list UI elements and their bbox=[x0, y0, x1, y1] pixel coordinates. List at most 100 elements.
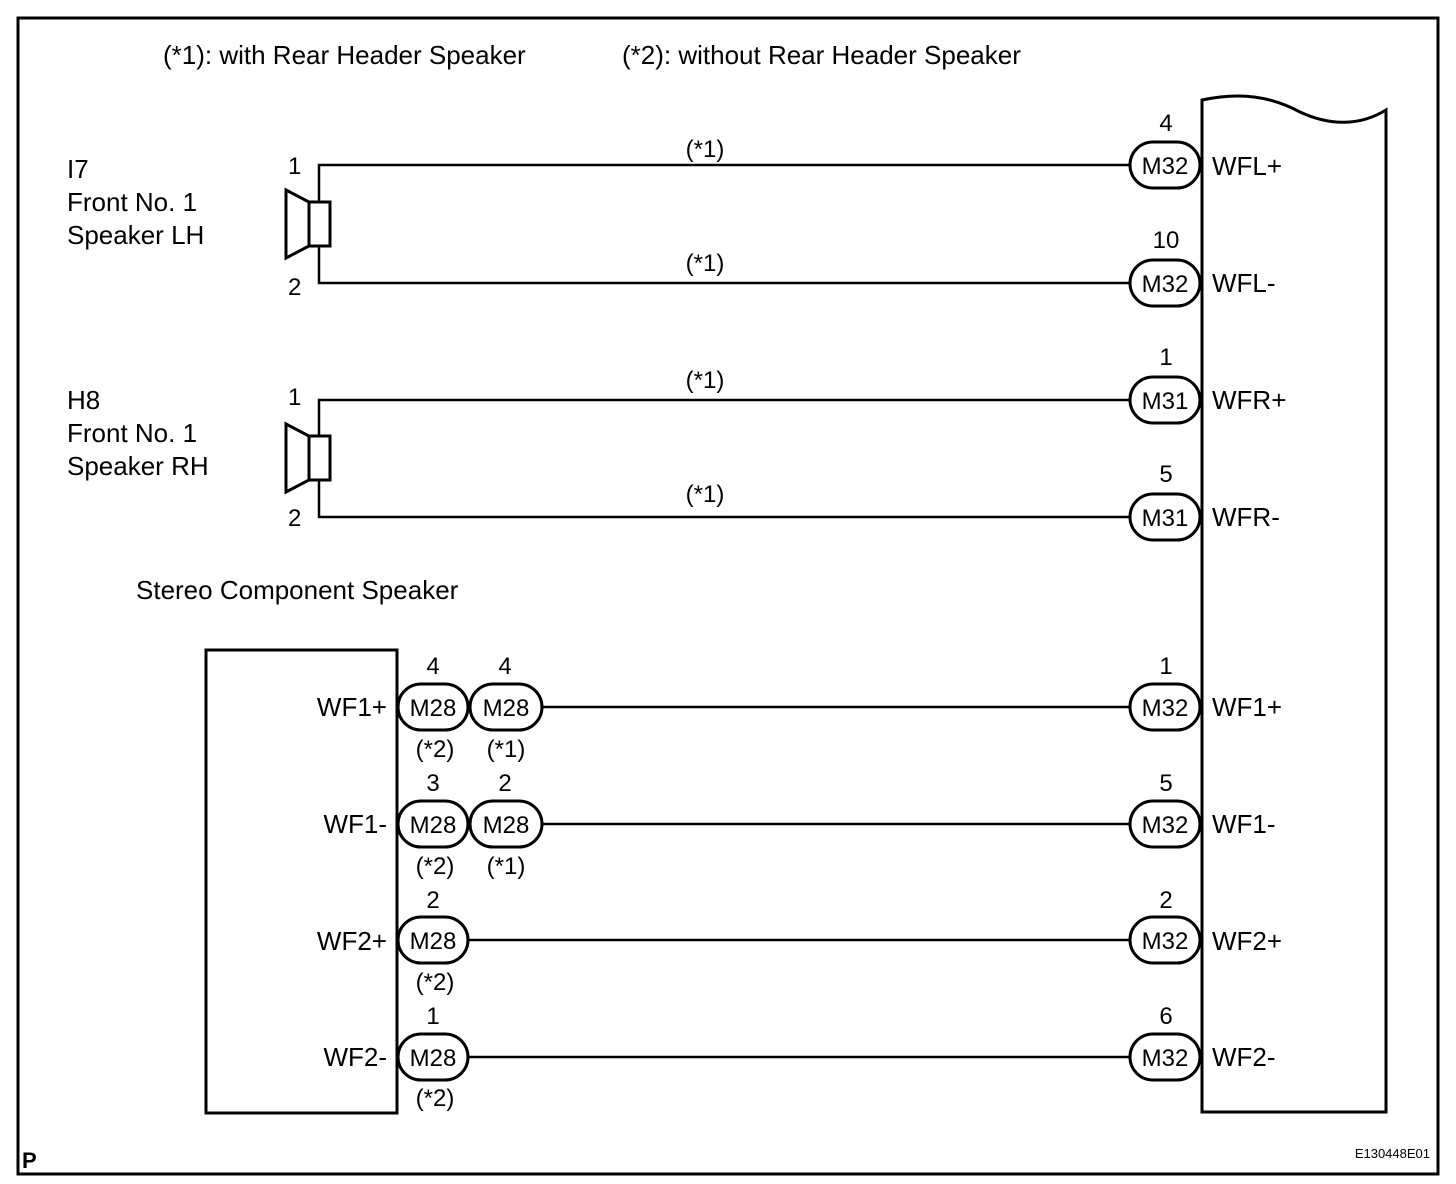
connector-pill bbox=[1128, 799, 1202, 849]
connector-wfl-minus: 10 M32 WFL- bbox=[1128, 227, 1276, 308]
connector-wf1-minus-m28-b: 2 M28 (*1) bbox=[468, 770, 544, 880]
terminal-label: WF2- bbox=[1212, 1042, 1276, 1072]
connector-wf2-plus-m32: 2 M32 WF2+ bbox=[1128, 887, 1282, 965]
speaker-lh-pin-2: 2 bbox=[288, 274, 301, 301]
connector-pill bbox=[1128, 682, 1202, 732]
speaker-lh-code: I7 bbox=[67, 154, 89, 184]
speaker-rh-icon bbox=[284, 421, 332, 495]
footer-mark: P bbox=[22, 1148, 37, 1173]
connector-pin: 1 bbox=[426, 1003, 439, 1030]
legend-note-2: (*2): without Rear Header Speaker bbox=[622, 40, 1021, 70]
connector-id: M28 bbox=[410, 1045, 457, 1072]
speaker-rh-name-1: Front No. 1 bbox=[67, 418, 197, 448]
connector-pill bbox=[396, 915, 470, 965]
connector-id: M32 bbox=[1142, 812, 1189, 839]
speaker-rh-code: H8 bbox=[67, 385, 100, 415]
connector-pin: 5 bbox=[1159, 770, 1172, 797]
connector-pin: 2 bbox=[1159, 887, 1172, 914]
connector-pin: 2 bbox=[426, 887, 439, 914]
terminal-label: WFR+ bbox=[1212, 385, 1286, 415]
wire-wfr-minus bbox=[317, 480, 1130, 519]
connector-wfr-minus: 5 M31 WFR- bbox=[1128, 461, 1280, 542]
connector-pin: 2 bbox=[498, 770, 511, 797]
speaker-lh-pin-1: 1 bbox=[288, 153, 301, 180]
connector-id: M28 bbox=[483, 812, 530, 839]
connector-id: M31 bbox=[1142, 505, 1189, 532]
connector-pin: 4 bbox=[1159, 110, 1172, 137]
connector-pin: 3 bbox=[426, 770, 439, 797]
speaker-rh-pin-2: 2 bbox=[288, 505, 301, 532]
connector-wf1-minus-m28-a: 3 M28 (*2) bbox=[396, 770, 470, 880]
connector-id: M32 bbox=[1142, 1045, 1189, 1072]
connector-pill bbox=[396, 799, 470, 849]
connector-wf2-minus-m28: 1 M28 (*2) bbox=[396, 1003, 470, 1112]
connector-pin: 10 bbox=[1153, 227, 1180, 254]
connector-id: M28 bbox=[410, 695, 457, 722]
connector-note: (*2) bbox=[416, 853, 455, 880]
stereo-terminal-wf2-plus: WF2+ bbox=[317, 926, 387, 956]
connector-wf1-plus-m28-a: 4 M28 (*2) bbox=[396, 653, 470, 763]
connector-note: (*1) bbox=[487, 736, 526, 763]
connector-id: M32 bbox=[1142, 695, 1189, 722]
amplifier-component-box bbox=[1200, 94, 1388, 1114]
connector-pill bbox=[468, 799, 544, 849]
connector-pill bbox=[396, 682, 470, 732]
connector-id: M32 bbox=[1142, 928, 1189, 955]
connector-note: (*2) bbox=[416, 736, 455, 763]
connector-id: M32 bbox=[1142, 271, 1189, 298]
stereo-terminal-wf1-plus: WF1+ bbox=[317, 692, 387, 722]
speaker-rh-name-2: Speaker RH bbox=[67, 451, 209, 481]
wire-wfl-minus-note: (*1) bbox=[686, 250, 725, 277]
connector-pill bbox=[1128, 140, 1202, 190]
connector-pin: 5 bbox=[1159, 461, 1172, 488]
terminal-label: WFL- bbox=[1212, 268, 1276, 298]
stereo-terminal-wf2-minus: WF2- bbox=[323, 1042, 387, 1072]
connector-pill bbox=[1128, 375, 1202, 425]
connector-note: (*1) bbox=[487, 853, 526, 880]
connector-pill bbox=[468, 682, 544, 732]
wire-wfr-plus-note: (*1) bbox=[686, 367, 725, 394]
connector-wfr-plus: 1 M31 WFR+ bbox=[1128, 344, 1286, 425]
connector-wf1-plus-m28-b: 4 M28 (*1) bbox=[468, 653, 544, 763]
speaker-lh-name-2: Speaker LH bbox=[67, 220, 204, 250]
stereo-component-box bbox=[204, 648, 399, 1115]
terminal-label: WFL+ bbox=[1212, 151, 1282, 181]
connector-wf2-minus-m32: 6 M32 WF2- bbox=[1128, 1003, 1276, 1082]
connector-pill bbox=[1128, 915, 1202, 965]
wire-wfl-plus bbox=[317, 163, 1130, 202]
connector-id: M28 bbox=[483, 695, 530, 722]
terminal-label: WFR- bbox=[1212, 502, 1280, 532]
connector-id: M28 bbox=[410, 928, 457, 955]
connector-wf1-minus-m32: 5 M32 WF1- bbox=[1128, 770, 1276, 849]
stereo-terminal-wf1-minus: WF1- bbox=[323, 809, 387, 839]
connector-wf1-plus-m32: 1 M32 WF1+ bbox=[1128, 653, 1282, 732]
speaker-lh-icon bbox=[284, 187, 332, 261]
connector-id: M31 bbox=[1142, 388, 1189, 415]
speaker-rh-pin-1: 1 bbox=[288, 384, 301, 411]
wire-wfl-plus-note: (*1) bbox=[686, 136, 725, 163]
connector-pill bbox=[1128, 1032, 1202, 1082]
stereo-component-label: Stereo Component Speaker bbox=[136, 575, 459, 605]
terminal-label: WF2+ bbox=[1212, 926, 1282, 956]
wire-wfl-minus bbox=[317, 246, 1130, 285]
connector-id: M28 bbox=[410, 812, 457, 839]
connector-pill bbox=[1128, 258, 1202, 308]
legend-note-1: (*1): with Rear Header Speaker bbox=[163, 40, 526, 70]
wire-wfr-plus bbox=[317, 398, 1130, 436]
connector-note: (*2) bbox=[416, 969, 455, 996]
speaker-lh-name-1: Front No. 1 bbox=[67, 187, 197, 217]
connector-pin: 6 bbox=[1159, 1003, 1172, 1030]
connector-pin: 4 bbox=[426, 653, 439, 680]
connector-pin: 1 bbox=[1159, 653, 1172, 680]
diagram-frame bbox=[16, 16, 1440, 1176]
connector-wf2-plus-m28: 2 M28 (*2) bbox=[396, 887, 470, 996]
connector-pin: 4 bbox=[498, 653, 511, 680]
connector-pill bbox=[396, 1032, 470, 1082]
figure-code: E130448E01 bbox=[1355, 1146, 1430, 1161]
connector-pin: 1 bbox=[1159, 344, 1172, 371]
terminal-label: WF1- bbox=[1212, 809, 1276, 839]
wire-wfr-minus-note: (*1) bbox=[686, 481, 725, 508]
connector-note: (*2) bbox=[416, 1085, 455, 1112]
terminal-label: WF1+ bbox=[1212, 692, 1282, 722]
